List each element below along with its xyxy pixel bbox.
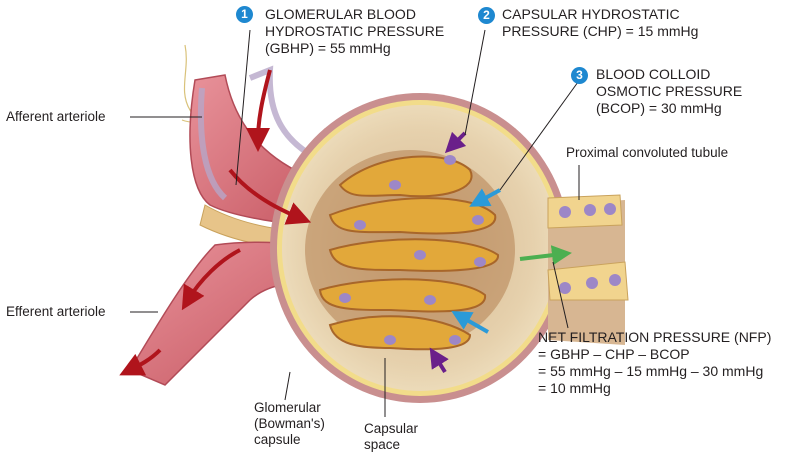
nfp-line: = 10 mmHg <box>538 380 611 396</box>
callout-chp-line: CAPSULAR HYDROSTATIC <box>502 6 680 22</box>
callout-chp: CAPSULAR HYDROSTATIC PRESSURE (CHP) = 15… <box>502 6 698 40</box>
leader-gbhp <box>235 29 251 186</box>
leader-bcop <box>499 81 579 191</box>
callout-gbhp-line: GLOMERULAR BLOOD <box>265 6 416 22</box>
label-bowmans-line: capsule <box>254 432 301 447</box>
label-capsular-space-line: Capsular <box>364 421 419 436</box>
chp-arrow-bottom <box>429 347 449 374</box>
label-capsular-space: Capsular space <box>364 421 418 453</box>
nfp-arrow <box>519 245 572 266</box>
nfp-equation: NET FILTRATION PRESSURE (NFP) = GBHP – C… <box>538 329 771 397</box>
label-bowmans-line: Glomerular <box>254 400 321 415</box>
label-capsular-space-line: space <box>364 437 401 452</box>
callout-3-badge: 3 <box>571 67 588 84</box>
label-bowmans-line: (Bowman's) <box>254 416 325 431</box>
leader-bowman <box>284 371 291 401</box>
nfp-line: = 55 mmHg – 15 mmHg – 30 mmHg <box>538 363 764 379</box>
chp-arrow-top <box>444 131 467 154</box>
callout-2-badge: 2 <box>478 7 495 24</box>
bcop-arrow-top <box>469 188 501 207</box>
leader-chp <box>464 29 486 136</box>
bcop-arrow-bottom <box>451 311 489 334</box>
label-bowmans-capsule: Glomerular (Bowman's) capsule <box>254 400 325 448</box>
nfp-line: NET FILTRATION PRESSURE (NFP) <box>538 329 772 345</box>
glomerular-capillaries <box>305 150 515 351</box>
label-efferent-arteriole: Efferent arteriole <box>6 304 106 319</box>
callout-gbhp-line: HYDROSTATIC PRESSURE <box>265 23 445 39</box>
efferent-flow-arrow-2 <box>119 348 162 376</box>
callout-bcop: BLOOD COLLOID OSMOTIC PRESSURE (BCOP) = … <box>596 66 742 117</box>
callout-bcop-line: OSMOTIC PRESSURE <box>596 83 743 99</box>
callout-1-badge: 1 <box>236 6 253 23</box>
callout-bcop-line: BLOOD COLLOID <box>596 66 711 82</box>
nfp-line: = GBHP – CHP – BCOP <box>538 346 690 362</box>
callout-bcop-line: (BCOP) = 30 mmHg <box>596 100 722 116</box>
label-proximal-convoluted-tubule: Proximal convoluted tubule <box>566 145 729 160</box>
afferent-flow-arrow <box>246 69 272 152</box>
proximal-convoluted-tubule <box>547 194 629 345</box>
efferent-flow-arrow <box>181 248 241 311</box>
leader-nfp <box>552 261 569 329</box>
callout-gbhp: GLOMERULAR BLOOD HYDROSTATIC PRESSURE (G… <box>265 6 444 57</box>
callout-gbhp-line: (GBHP) = 55 mmHg <box>265 40 391 56</box>
callout-chp-line: PRESSURE (CHP) = 15 mmHg <box>502 23 699 39</box>
label-afferent-arteriole: Afferent arteriole <box>6 109 106 124</box>
